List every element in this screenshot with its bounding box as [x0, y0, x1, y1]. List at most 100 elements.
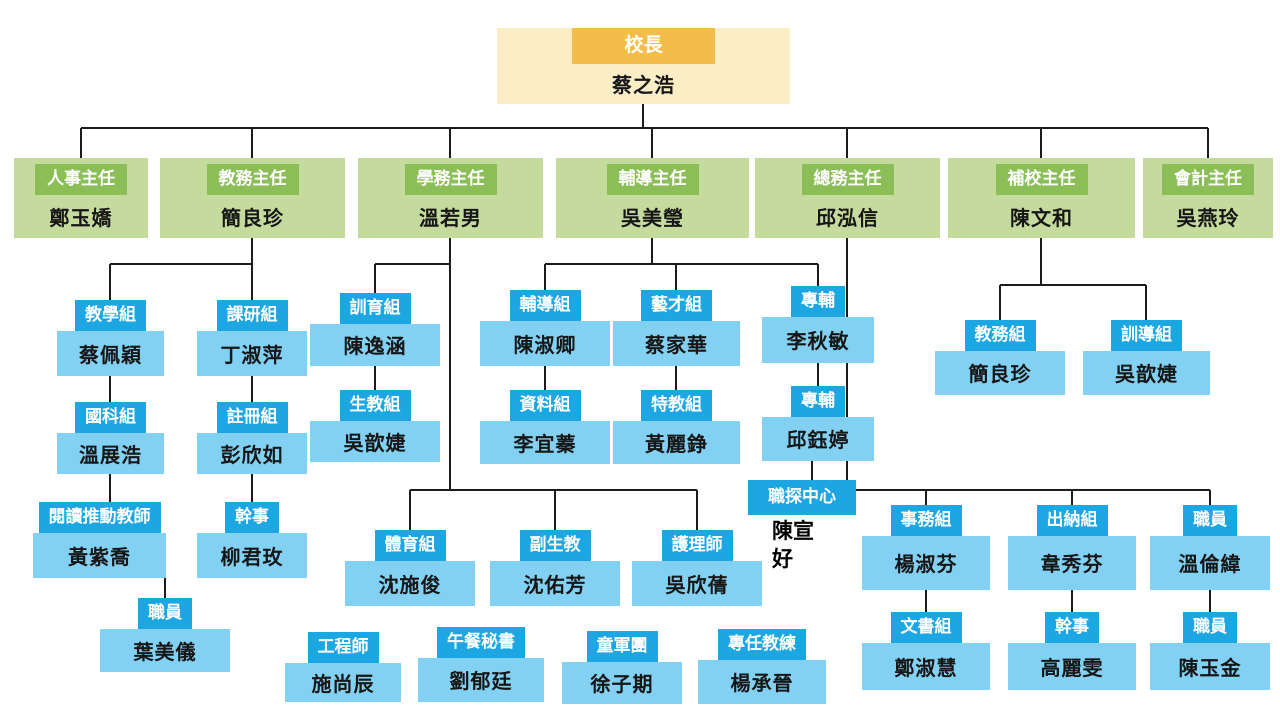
- node-reading-promotion-teacher: 閱讀推動教師 黃紫喬: [33, 502, 166, 578]
- node-name: 施尚辰: [285, 662, 401, 702]
- node-name: 蔡之浩: [612, 75, 675, 98]
- node-name: 鄭玉嬌: [49, 207, 113, 230]
- node-school-nurse: 護理師 吳欣蒨: [632, 530, 762, 606]
- node-title: 會計主任: [1162, 164, 1254, 195]
- node-title: 文書組: [890, 612, 962, 643]
- node-name: 溫展浩: [57, 432, 164, 474]
- node-title: 童軍團: [586, 631, 658, 662]
- node-name: 韋秀芬: [1008, 535, 1136, 590]
- node-arts-talent-section: 藝才組 蔡家華: [613, 290, 740, 366]
- node-principal: 校長 蔡之浩: [497, 28, 790, 104]
- node-counseling-director: 輔導主任 吳美瑩: [556, 158, 749, 238]
- career-center-person-name: 陳宣好: [772, 520, 814, 572]
- node-title: 人事主任: [35, 164, 127, 195]
- node-title: 閱讀推動教師: [38, 502, 161, 533]
- node-staff-member-3: 職員 陳玉金: [1150, 612, 1270, 690]
- node-name: 沈施俊: [345, 560, 475, 606]
- node-title: 教務組: [964, 320, 1036, 351]
- node-name: 吳燕玲: [1176, 207, 1240, 230]
- node-name: 丁淑萍: [197, 330, 307, 376]
- node-title: 特教組: [641, 390, 712, 421]
- node-discipline-section: 訓育組 陳逸涵: [310, 293, 440, 366]
- node-accounting-director: 會計主任 吳燕玲: [1143, 158, 1273, 238]
- node-special-education-section: 特教組 黃麗錚: [613, 390, 740, 464]
- node-title: 訓導組: [1111, 320, 1182, 351]
- node-title: 國科組: [75, 402, 146, 433]
- node-teaching-section: 教學組 蔡佩穎: [57, 300, 164, 376]
- node-name: 沈佑芳: [490, 560, 620, 606]
- node-name: 陳淑卿: [480, 320, 610, 366]
- node-title: 職員: [138, 598, 192, 629]
- node-title: 專輔: [791, 386, 845, 417]
- node-title: 出納組: [1036, 505, 1108, 536]
- node-clerk-academic: 幹事 柳君玫: [197, 502, 307, 578]
- node-name: 溫倫緯: [1150, 535, 1270, 590]
- node-title: 專任教練: [718, 629, 806, 660]
- node-title: 教務主任: [206, 164, 299, 195]
- node-name: 吳歆婕: [1083, 350, 1210, 395]
- node-title: 總務主任: [801, 164, 894, 195]
- node-name: 陳逸涵: [310, 323, 440, 366]
- node-name: 簡良珍: [221, 207, 284, 230]
- node-title: 工程師: [307, 632, 379, 663]
- node-title: 事務組: [890, 505, 962, 536]
- node-clerk-general-affairs: 幹事 高麗雯: [1008, 612, 1136, 690]
- node-name: 邱泓信: [816, 207, 879, 230]
- node-lunch-secretary: 午餐秘書 劉郁廷: [418, 627, 544, 702]
- node-academic-director: 教務主任 簡良珍: [160, 158, 345, 238]
- node-general-affairs-section: 事務組 楊淑芬: [862, 505, 990, 590]
- node-student-affairs-director: 學務主任 溫若男: [358, 158, 543, 238]
- node-title: 午餐秘書: [437, 627, 525, 658]
- node-title: 輔導組: [509, 290, 581, 321]
- node-name: 彭欣如: [197, 432, 307, 474]
- node-name: 吳欣蒨: [632, 560, 762, 606]
- node-name: 蔡佩穎: [57, 330, 164, 376]
- node-night-school-academic-section: 教務組 簡良珍: [935, 320, 1065, 395]
- node-name: 黃紫喬: [33, 532, 166, 578]
- node-name: 陳文和: [1010, 207, 1073, 230]
- node-engineer: 工程師 施尚辰: [285, 632, 401, 702]
- node-name: 李宜蓁: [480, 420, 610, 464]
- node-full-time-coach: 專任教練 楊承晉: [698, 629, 826, 704]
- node-counselor-1: 專輔 李秋敏: [762, 286, 874, 363]
- node-registration-section: 註冊組 彭欣如: [197, 402, 307, 474]
- node-title: 幹事: [1045, 612, 1099, 643]
- node-counselor-2: 專輔 邱鈺婷: [762, 386, 874, 461]
- node-name: 楊承晉: [698, 659, 826, 704]
- node-title: 學務主任: [404, 164, 497, 195]
- node-title: 體育組: [374, 530, 446, 561]
- node-title: 專輔: [791, 286, 845, 317]
- node-name: 葉美儀: [100, 628, 230, 672]
- node-name: 高麗雯: [1008, 642, 1136, 690]
- node-name: 吳美瑩: [621, 207, 684, 230]
- node-title: 資料組: [509, 390, 581, 421]
- node-title: 職探中心: [748, 480, 856, 515]
- node-title: 職員: [1183, 612, 1237, 643]
- node-name: 蔡家華: [613, 320, 740, 366]
- node-name: 簡良珍: [935, 350, 1065, 395]
- node-personnel-director: 人事主任 鄭玉嬌: [14, 158, 148, 238]
- node-title: 教學組: [75, 300, 146, 331]
- node-title: 幹事: [225, 502, 279, 533]
- node-night-school-discipline-section: 訓導組 吳歆婕: [1083, 320, 1210, 395]
- node-title: 校長: [572, 28, 715, 64]
- node-name: 黃麗錚: [613, 420, 740, 464]
- node-title: 課研組: [216, 300, 288, 331]
- node-scout-troop: 童軍團 徐子期: [562, 631, 682, 704]
- node-deputy-life-education: 副生教 沈佑芳: [490, 530, 620, 606]
- node-title: 職員: [1183, 505, 1237, 536]
- node-name: 楊淑芬: [862, 535, 990, 590]
- node-name: 柳君玫: [197, 532, 307, 578]
- node-national-science-section: 國科組 溫展浩: [57, 402, 164, 474]
- node-name: 李秋敏: [762, 316, 874, 363]
- node-cashier-section: 出納組 韋秀芬: [1008, 505, 1136, 590]
- node-title: 輔導主任: [606, 164, 699, 195]
- node-staff-member-2: 職員 溫倫緯: [1150, 505, 1270, 590]
- node-title: 補校主任: [995, 164, 1088, 195]
- node-name: 邱鈺婷: [762, 416, 874, 461]
- node-night-school-director: 補校主任 陳文和: [948, 158, 1135, 238]
- node-title: 生教組: [339, 390, 411, 421]
- node-name: 吳歆婕: [310, 420, 440, 462]
